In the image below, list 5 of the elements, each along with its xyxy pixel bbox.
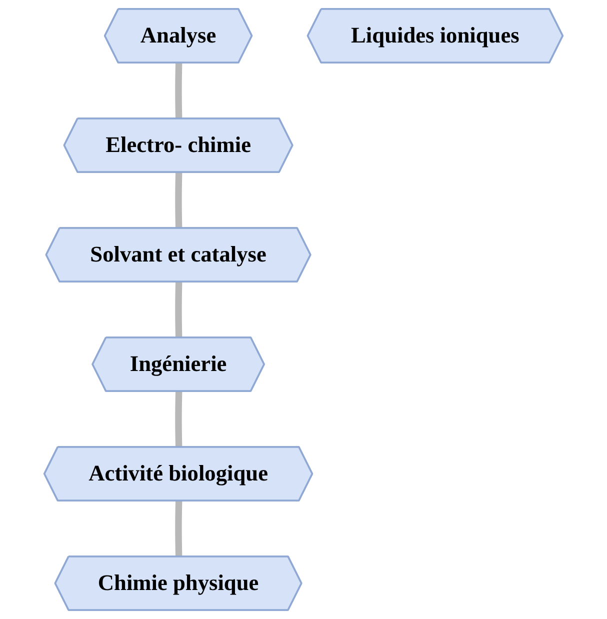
connector [175, 63, 182, 120]
connector [175, 172, 182, 229]
connector [175, 501, 182, 558]
connector [175, 392, 182, 448]
connector [175, 282, 182, 338]
